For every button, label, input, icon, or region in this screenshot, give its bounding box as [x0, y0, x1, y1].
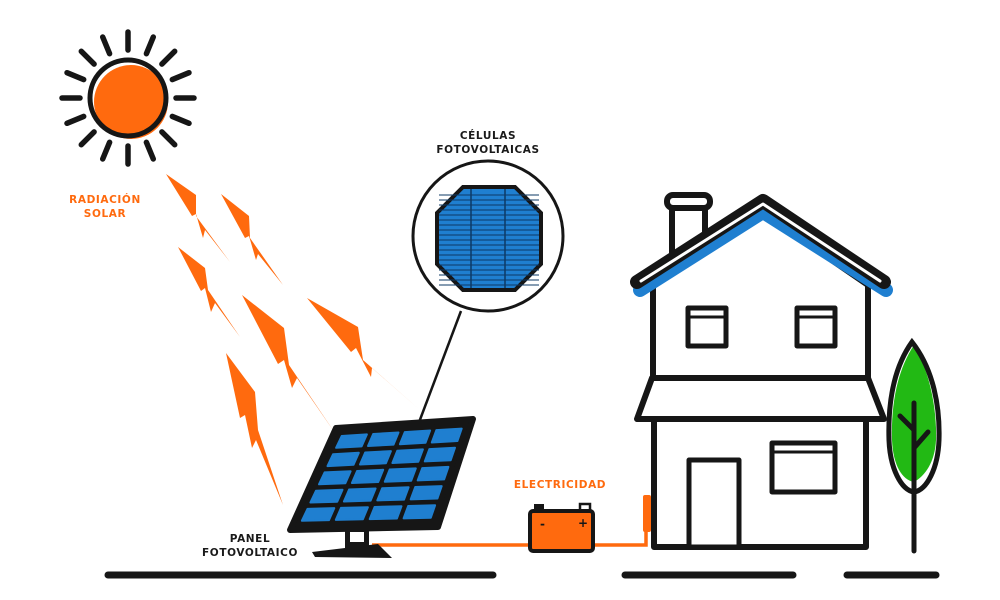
panel-cell: [368, 505, 403, 521]
solar-cell-stripes: [439, 194, 539, 286]
sun-ray: [169, 113, 192, 127]
upper-window-left: [685, 305, 729, 349]
panel-cell: [318, 470, 352, 486]
electricity-label: ELECTRICIDAD: [505, 478, 615, 492]
panel-cell: [367, 431, 400, 447]
radiation-label: RADIACIÓN SOLAR: [55, 193, 155, 221]
radiation-label-line1: RADIACIÓN: [69, 194, 141, 206]
house-roof: [630, 194, 891, 289]
sun-fill: [94, 65, 168, 139]
chimney-cap: [664, 192, 713, 211]
tree-branch-left: [897, 413, 917, 433]
sun-ray: [169, 69, 192, 83]
sun-ray: [99, 34, 113, 57]
sun-ray: [143, 139, 157, 162]
panel-cell: [416, 465, 450, 482]
electricity-label-text: ELECTRICIDAD: [513, 479, 607, 491]
panel-cell: [300, 507, 336, 522]
panel-cell: [334, 506, 369, 521]
battery-body: [528, 509, 595, 553]
panel-cell: [326, 451, 360, 468]
bolt-5: [307, 298, 420, 410]
panel-cell: [423, 446, 456, 463]
sun-ray: [159, 129, 178, 148]
battery-minus: -: [540, 517, 545, 531]
cells-label: CÉLULAS FOTOVOLTAICAS: [418, 129, 558, 157]
sun-ray: [64, 69, 87, 83]
sun-ray: [159, 48, 178, 67]
lower-window: [769, 440, 838, 495]
sun-ray: [99, 139, 113, 162]
house-icon: [630, 192, 893, 550]
panel-cell: [376, 486, 410, 502]
bolt-1: [166, 174, 230, 262]
panel-cells: [300, 427, 463, 522]
sun-ray: [143, 34, 157, 57]
upper-window-right: [794, 305, 838, 349]
panel-cell: [342, 487, 377, 503]
radiation-label-line2: SOLAR: [83, 208, 127, 220]
sun-ray: [78, 48, 97, 67]
panel-label-line1: PANEL: [229, 533, 271, 545]
battery-icon: - +: [528, 502, 595, 553]
cable-battery-to-house: [593, 522, 648, 547]
house-awning: [634, 375, 887, 422]
panel-cell: [398, 429, 432, 446]
sun-ray: [78, 129, 97, 148]
battery-terminal-left: [534, 504, 544, 512]
sun-outline: [87, 57, 169, 139]
battery-plus: +: [578, 516, 588, 530]
panel-cell: [383, 467, 417, 483]
solar-cell-body: [435, 185, 543, 292]
solar-panel-icon: [287, 416, 476, 558]
solar-cell-icon: [411, 159, 565, 313]
panel-stand-post-gap: [350, 532, 364, 542]
panel-cell: [359, 450, 392, 466]
bolt-6: [226, 353, 283, 505]
panel-label: PANEL FOTOVOLTAICO: [190, 532, 310, 560]
sun-rays: [59, 29, 197, 167]
panel-cell: [309, 488, 344, 504]
panel-cell: [409, 485, 443, 501]
panel-label-line2: FOTOVOLTAICO: [202, 547, 298, 559]
panel-stand-base: [312, 544, 392, 558]
tree-branch-right: [911, 429, 931, 451]
cells-label-line2: FOTOVOLTAICAS: [436, 144, 540, 156]
bolt-4: [242, 295, 335, 433]
bolt-3: [178, 247, 240, 337]
panel-cell: [430, 427, 463, 444]
panel-cell: [391, 448, 424, 464]
sun-icon: [59, 29, 197, 167]
house-roof-highlight: [639, 202, 882, 283]
house-meter: [643, 495, 651, 532]
sun-ray: [64, 113, 87, 127]
cells-callout-line: [416, 310, 463, 426]
cells-label-line1: CÉLULAS: [459, 130, 517, 142]
panel-cell: [335, 433, 368, 449]
house-door: [686, 457, 742, 550]
panel-cell: [402, 504, 437, 520]
radiation-bolts: [166, 174, 420, 505]
panel-cell: [350, 468, 385, 484]
bolt-2: [221, 194, 283, 285]
tree-icon: [886, 337, 942, 554]
